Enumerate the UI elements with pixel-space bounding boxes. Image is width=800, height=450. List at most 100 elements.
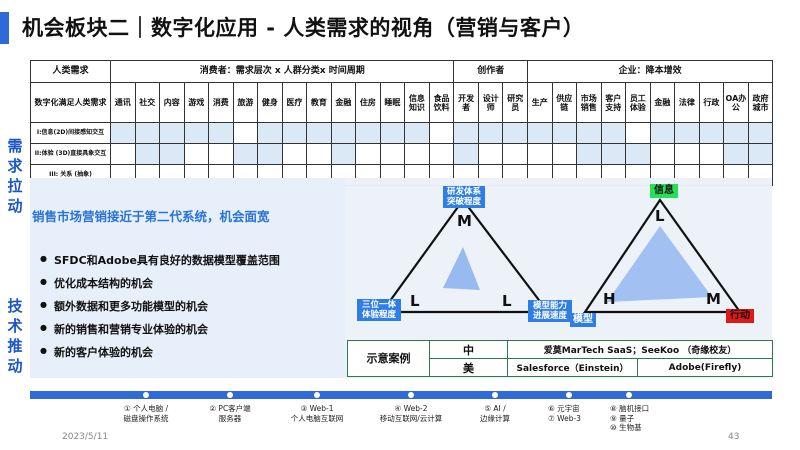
grid-cell xyxy=(502,122,528,144)
column-header: 金融 xyxy=(330,82,357,123)
grid-cell xyxy=(527,122,553,144)
column-header: 医疗 xyxy=(281,82,308,123)
grid-row: I:信息(2D)间接感知交互 xyxy=(30,122,774,144)
tag-model: 模型 xyxy=(570,313,596,327)
tag-rd-breakthrough: 研发体系突破程度 xyxy=(443,186,485,208)
grid-cell xyxy=(306,143,332,165)
column-header: 法律 xyxy=(674,82,700,123)
column-header: 住房 xyxy=(355,82,381,123)
column-header: 信息知识 xyxy=(404,82,430,123)
grid-cell xyxy=(600,122,627,144)
column-header: 员工体验 xyxy=(625,82,651,123)
column-header: 行政 xyxy=(698,82,725,123)
left-vertex-left: L xyxy=(410,292,420,310)
left-vertex-right: L xyxy=(502,292,512,310)
tech-push-label: 技术推动 xyxy=(7,297,23,375)
grid-cell xyxy=(649,122,676,144)
left-vertex-top: M xyxy=(457,212,472,230)
bullet-list: SFDC和Adobe具有良好的数据模型覆盖范围 优化成本结构的机会 额外数据和更… xyxy=(40,252,280,367)
grid-cell xyxy=(281,143,308,165)
grid-cell xyxy=(379,143,406,165)
grid-cell xyxy=(183,122,210,144)
grid-cell xyxy=(208,143,234,165)
right-vertex-left: H xyxy=(603,290,616,308)
grid-cell xyxy=(404,122,430,144)
grid-cell xyxy=(698,122,725,144)
tag-trinity-experience: 三位一体体验程度 xyxy=(357,299,401,321)
column-header: 生产 xyxy=(527,82,553,123)
tag-information: 信息 xyxy=(650,184,678,198)
milestone-ai-edge: ⑤ AI /边缘计算 xyxy=(480,404,510,423)
bullet-item: 额外数据和更多功能模型的机会 xyxy=(40,298,280,321)
grid-cell xyxy=(379,122,406,144)
usa-example-adobe: Adobe(Firefly) xyxy=(636,358,774,377)
column-header: 金融 xyxy=(649,82,676,123)
timeline-dot xyxy=(492,392,498,398)
column-header: 开发者 xyxy=(453,82,479,123)
panel-heading: 销售市场营销接近于第二代系统，机会面宽 xyxy=(32,209,270,224)
grid-cell xyxy=(747,122,774,144)
grid-cell xyxy=(625,122,651,144)
grid-cell xyxy=(649,143,676,165)
milestone-pc-dos: ① 个人电脑 /磁盘操作系统 xyxy=(123,404,169,423)
column-header: 客户支持 xyxy=(600,82,627,123)
grid-cell xyxy=(159,122,185,144)
grid-cell xyxy=(159,143,185,165)
grid-cell xyxy=(527,143,553,165)
column-header: 设计师 xyxy=(477,82,504,123)
timeline-dot xyxy=(408,392,414,398)
grid-cell xyxy=(477,122,504,144)
column-header: 食品饮料 xyxy=(428,82,455,123)
grid-cell xyxy=(134,122,161,144)
column-header: 游戏 xyxy=(183,82,210,123)
grid-cell xyxy=(404,143,430,165)
grid-cell xyxy=(625,143,651,165)
grid-cell xyxy=(453,122,479,144)
grid-cell xyxy=(747,143,774,165)
grid-cell xyxy=(551,143,578,165)
column-header: 社交 xyxy=(134,82,161,123)
grid-cell xyxy=(257,122,283,144)
column-header: 内容 xyxy=(159,82,185,123)
grid-cell xyxy=(183,143,210,165)
grid-cell xyxy=(208,122,234,144)
grid-cell xyxy=(330,122,357,144)
footer-date: 2023/5/11 xyxy=(62,432,109,442)
column-header: 政府城市 xyxy=(747,82,774,123)
grid-cell xyxy=(110,122,136,144)
human-needs-grid: 人类需求 消费者：需求层次 x 人群分类x 时间周期 创作者 企业：降本增效 数… xyxy=(30,60,774,186)
grid-cell xyxy=(428,143,455,165)
column-header: OA办公 xyxy=(723,82,749,123)
example-cases-table: 示意案例 中 爱莫MarTech SaaS；SeeKoo （奇缘校友） 美 Sa… xyxy=(347,340,774,377)
milestone-pc-client-server: ② PC客户端服务器 xyxy=(209,404,251,423)
grid-row-label: I:信息(2D)间接感知交互 xyxy=(30,122,111,144)
examples-label: 示意案例 xyxy=(347,340,430,377)
grid-cell xyxy=(232,122,259,144)
demand-pull-label: 需求拉动 xyxy=(7,137,23,215)
timeline-dot xyxy=(227,392,233,398)
grid-cell xyxy=(453,143,479,165)
group-enterprise: 企业：降本增效 xyxy=(526,60,774,83)
timeline-dot xyxy=(314,392,320,398)
column-header: 供应链 xyxy=(551,82,578,123)
timeline-dot xyxy=(566,392,572,398)
grid-cell xyxy=(355,143,381,165)
column-header: 消费 xyxy=(208,82,234,123)
bullet-item: 新的销售和营销专业体验的机会 xyxy=(40,321,280,344)
grid-cell xyxy=(110,143,136,165)
corner-header: 人类需求 xyxy=(30,60,111,83)
column-header: 健身 xyxy=(257,82,283,123)
timeline-dot xyxy=(143,392,149,398)
grid-cell xyxy=(306,122,332,144)
grid-cell xyxy=(698,143,725,165)
grid-cell xyxy=(477,143,504,165)
timeline-dot xyxy=(626,392,632,398)
title-accent-bar xyxy=(0,12,9,44)
bullet-item: SFDC和Adobe具有良好的数据模型覆盖范围 xyxy=(40,252,280,275)
group-consumer: 消费者：需求层次 x 人群分类x 时间周期 xyxy=(109,60,455,83)
grid-cell xyxy=(330,143,357,165)
region-usa: 美 xyxy=(429,358,508,377)
column-header: 睡眠 xyxy=(379,82,406,123)
